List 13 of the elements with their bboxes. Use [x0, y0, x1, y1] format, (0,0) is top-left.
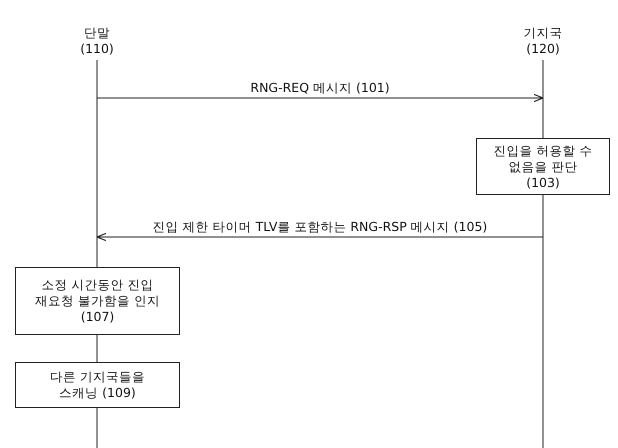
edge-label: 진입 제한 타이머 TLV를 포함하는 RNG-RSP 메시지 (105)	[150, 219, 490, 236]
process-box: 소정 시간동안 진입 재요청 불가함을 인지 (107)	[15, 267, 180, 335]
message-arrow	[96, 232, 544, 242]
lifeline-header: 기지국 (120)	[508, 22, 578, 60]
lifeline	[96, 334, 98, 362]
lifeline	[542, 194, 544, 448]
process-box: 진입을 허용할 수 없음을 판단 (103)	[476, 138, 610, 195]
lifeline	[96, 60, 98, 268]
lifeline-header: 단말 (110)	[67, 22, 127, 60]
process-box: 다른 기지국들을 스캐닝 (109)	[15, 362, 180, 408]
message-arrow	[96, 94, 544, 102]
lifeline	[542, 60, 544, 138]
lifeline	[96, 408, 98, 448]
